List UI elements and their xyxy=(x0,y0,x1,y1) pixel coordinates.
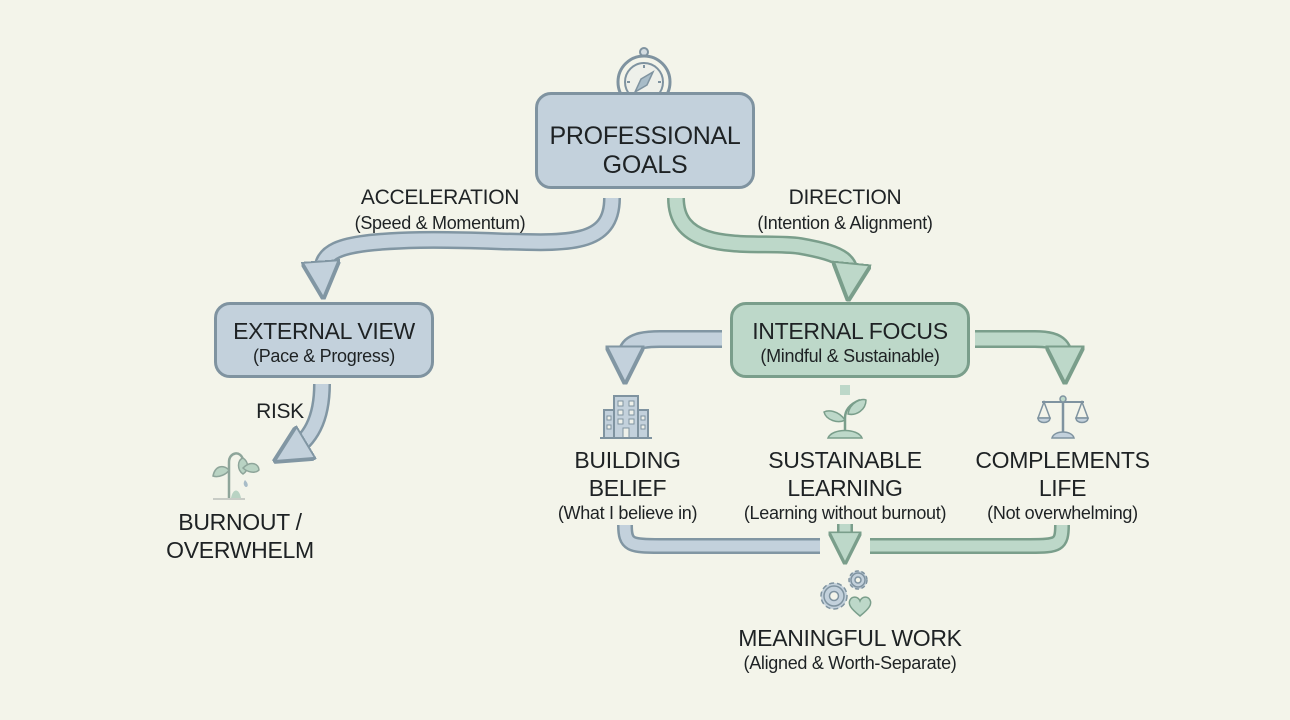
node-internal-focus: INTERNAL FOCUS (Mindful & Sustainable) xyxy=(730,302,970,378)
internal-focus-title: INTERNAL FOCUS xyxy=(752,318,948,344)
burnout-overwhelm-label: BURNOUT / OVERWHELM xyxy=(150,508,330,564)
acceleration-subtitle: (Speed & Momentum) xyxy=(354,213,526,233)
acceleration-title: ACCELERATION xyxy=(360,186,520,209)
arrow-merge-to-meaningful-work xyxy=(617,524,1070,548)
direction-title: DIRECTION xyxy=(788,186,902,209)
burnout-line1: BURNOUT / xyxy=(178,509,302,535)
node-external-view: EXTERNAL VIEW (Pace & Progress) xyxy=(214,302,434,378)
branch-label-acceleration: ACCELERATION (Speed & Momentum) xyxy=(330,184,550,234)
arrow-to-complements-life xyxy=(975,330,1065,365)
wilting-plant-icon xyxy=(212,452,260,500)
sprout-icon xyxy=(823,398,867,439)
direction-subtitle: (Intention & Alignment) xyxy=(757,213,933,233)
complements-life-line2: LIFE xyxy=(1038,475,1087,501)
balance-scale-icon xyxy=(1036,395,1090,439)
outcome-building-belief: BUILDING BELIEF (What I believe in) xyxy=(545,446,710,524)
internal-focus-subtitle: (Mindful & Sustainable) xyxy=(760,346,940,366)
burnout-line2: OVERWHELM xyxy=(166,537,314,563)
sustainable-learning-line2: LEARNING xyxy=(787,475,903,501)
arrow-to-building-belief xyxy=(625,330,722,365)
root-title-line2: GOALS xyxy=(602,151,688,179)
meaningful-work-subtitle: (Aligned & Worth-Separate) xyxy=(743,653,957,673)
external-view-title: EXTERNAL VIEW xyxy=(233,318,415,344)
arrow-direction xyxy=(667,197,850,282)
building-belief-line2: BELIEF xyxy=(588,475,667,501)
root-node-professional-goals: PROFESSIONAL GOALS xyxy=(535,92,755,189)
gears-heart-icon xyxy=(820,570,872,617)
risk-label: RISK xyxy=(256,400,304,423)
building-belief-subtitle: (What I believe in) xyxy=(557,503,698,523)
arrow-risk xyxy=(290,383,331,452)
outcome-sustainable-learning: SUSTAINABLE LEARNING (Learning without b… xyxy=(725,446,965,524)
root-title-line1: PROFESSIONAL xyxy=(549,122,741,150)
complements-life-subtitle: (Not overwhelming) xyxy=(987,503,1138,523)
arrow-acceleration xyxy=(322,197,621,280)
building-belief-line1: BUILDING xyxy=(574,447,681,473)
meaningful-work-title: MEANINGFUL WORK xyxy=(738,625,962,651)
building-icon xyxy=(600,395,652,439)
sustainable-learning-line1: SUSTAINABLE xyxy=(768,447,922,473)
complements-life-line1: COMPLEMENTS xyxy=(975,447,1150,473)
result-meaningful-work: MEANINGFUL WORK (Aligned & Worth-Separat… xyxy=(700,624,1000,674)
sustainable-learning-subtitle: (Learning without burnout) xyxy=(743,503,947,523)
external-view-subtitle: (Pace & Progress) xyxy=(253,346,395,366)
outcome-complements-life: COMPLEMENTS LIFE (Not overwhelming) xyxy=(970,446,1155,524)
branch-label-direction: DIRECTION (Intention & Alignment) xyxy=(735,184,955,234)
